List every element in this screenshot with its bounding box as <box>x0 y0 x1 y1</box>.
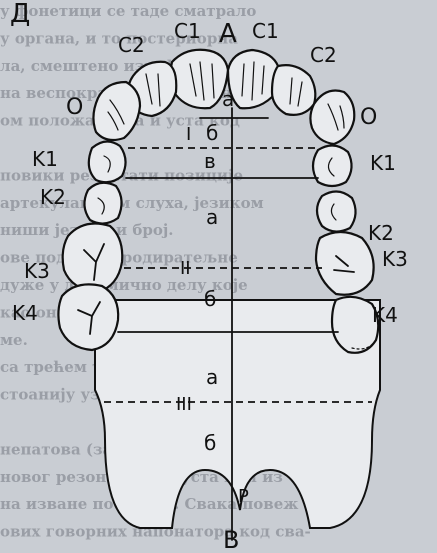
label-k1-left: K1 <box>32 147 58 171</box>
label-c2-left: C2 <box>118 33 145 57</box>
label-o-left: O <box>66 95 83 120</box>
label-corner-left: Д <box>10 0 30 29</box>
label-zone-b-3: б <box>204 431 216 455</box>
premolar-k2-right <box>317 191 356 231</box>
label-roman-1: I <box>186 124 191 145</box>
label-roman-2: II <box>180 258 191 279</box>
label-zone-a-3: а <box>206 365 218 389</box>
label-zone-b-2: б <box>204 287 216 311</box>
label-k1-right: K1 <box>370 151 396 175</box>
label-zone-a-1: а <box>222 87 234 111</box>
premolar-k1-right <box>313 145 352 186</box>
incisor-lateral-right <box>272 65 315 115</box>
label-c1-right: C1 <box>252 19 279 43</box>
label-o-right: O <box>360 105 377 130</box>
label-k3-left: K3 <box>24 259 50 283</box>
label-zone-b-1: б <box>206 121 218 145</box>
label-zone-v: в <box>204 149 216 173</box>
label-c2-right: C2 <box>310 43 337 67</box>
canine-left <box>93 82 140 140</box>
label-roman-3: III <box>176 394 192 415</box>
label-c1-left: C1 <box>174 19 201 43</box>
label-k4-right: K4 <box>372 303 398 327</box>
label-center-bottom: В <box>223 526 239 553</box>
label-center-top: А <box>219 19 237 49</box>
canine-right <box>310 91 354 145</box>
incisor-central-left <box>171 50 228 108</box>
label-k3-right: K3 <box>382 247 408 271</box>
label-k4-left: K4 <box>12 301 38 325</box>
label-zone-a-2: а <box>206 205 218 229</box>
label-k2-left: K2 <box>40 185 66 209</box>
label-zone-r: Р <box>238 486 249 507</box>
premolar-k1-left <box>89 141 126 182</box>
molar-k4-left <box>58 284 118 350</box>
label-k2-right: K2 <box>368 221 394 245</box>
